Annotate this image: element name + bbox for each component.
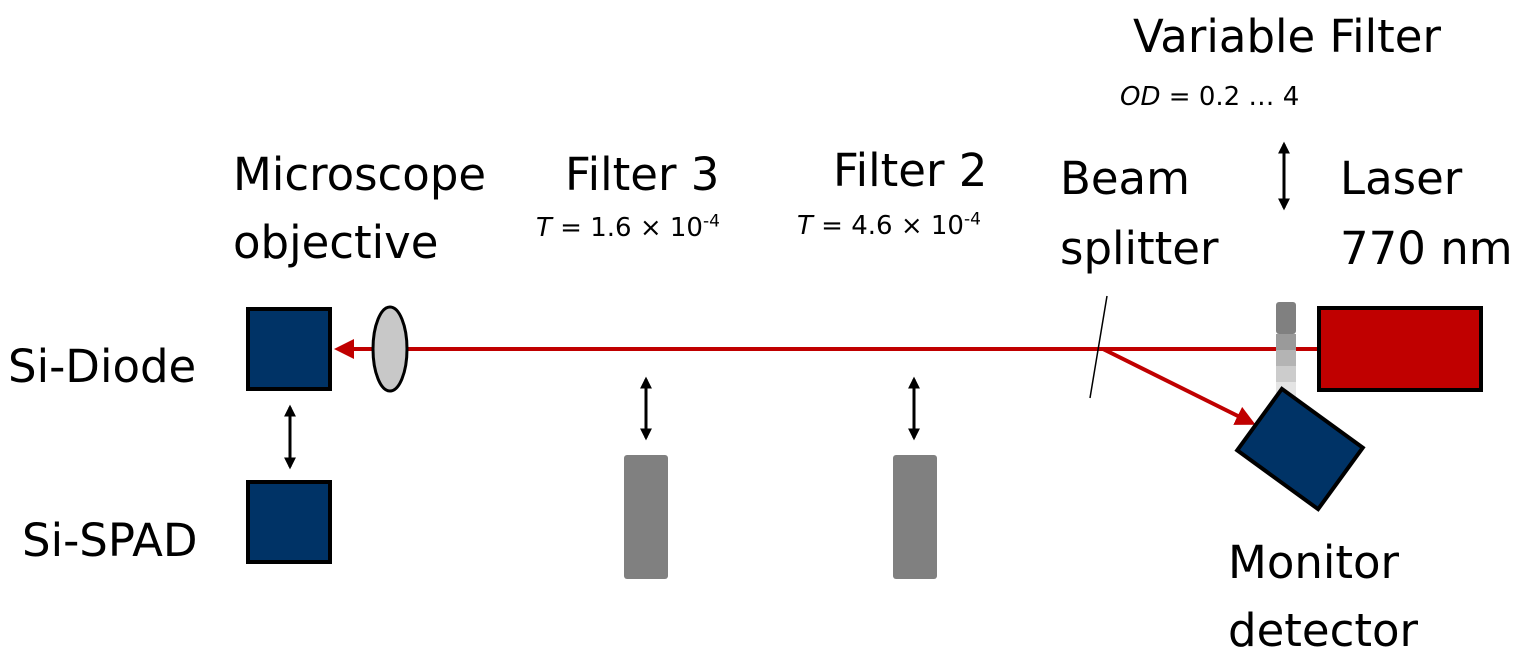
filter2-t-symbol: T [797, 211, 813, 241]
si-spad-label: Si-SPAD [22, 514, 198, 567]
beam-splitter [1089, 295, 1108, 399]
filter2-t-exp: -4 [963, 209, 981, 230]
monitor-detector [1234, 386, 1366, 512]
filter3-label: Filter 3 [565, 148, 720, 201]
filter3-t-exp: -4 [702, 211, 720, 232]
laser-label-line2: 770 nm [1340, 222, 1513, 275]
beam-splitter-label-line1: Beam [1060, 152, 1190, 205]
filter2-transmission: T = 4.6 × 10-4 [797, 211, 981, 241]
laser-source [1317, 306, 1483, 392]
beam-splitter-label-line2: splitter [1060, 222, 1219, 275]
variable-filter-strip [1276, 302, 1296, 400]
si-diode-label: Si-Diode [8, 340, 197, 393]
od-symbol: OD [1120, 82, 1161, 112]
filter3-t-value: = 1.6 × 10 [551, 213, 703, 243]
laser-label-line1: Laser [1340, 152, 1463, 205]
si-diode-detector [246, 307, 332, 391]
microscope-label-line1: Microscope [233, 148, 487, 201]
filter2-t-value: = 4.6 × 10 [812, 211, 964, 241]
filter2-label: Filter 2 [833, 144, 988, 197]
variable-filter-label: Variable Filter [1133, 10, 1441, 63]
od-value: = 0.2 … 4 [1160, 82, 1300, 112]
filter3-block [624, 455, 668, 579]
si-spad-detector [246, 480, 332, 564]
filter2-block [893, 455, 937, 579]
reflected-beam [1102, 347, 1256, 425]
microscope-label-line2: objective [233, 216, 439, 269]
monitor-label-line2: detector [1228, 604, 1418, 651]
filter3-t-symbol: T [536, 213, 552, 243]
microscope-objective-lens [371, 305, 409, 393]
monitor-label-line1: Monitor [1228, 536, 1400, 589]
variable-filter-od: OD = 0.2 … 4 [1120, 84, 1299, 110]
filter3-transmission: T = 1.6 × 10-4 [536, 213, 720, 243]
